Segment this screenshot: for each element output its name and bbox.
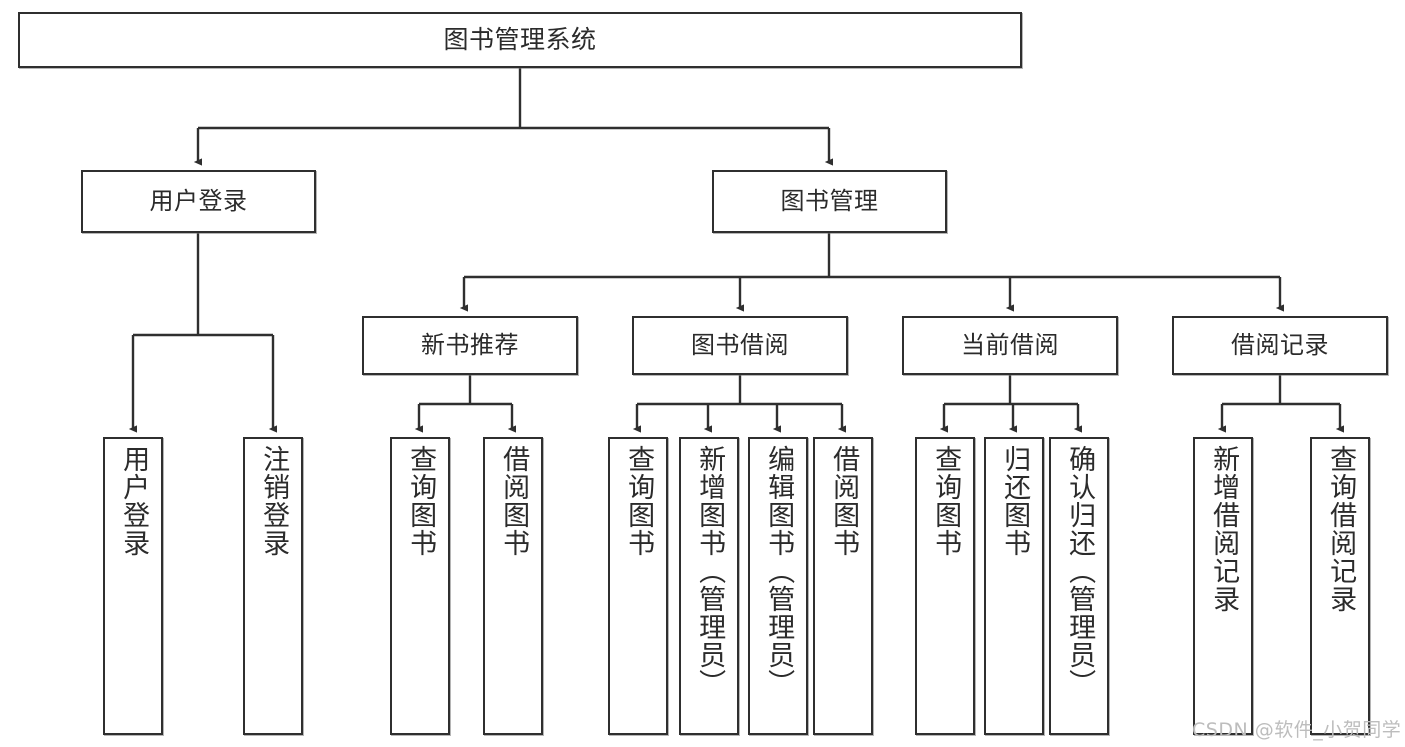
csdn-watermark: CSDN @软件_小贺同学 — [1192, 719, 1402, 741]
node-label: 图书管理 — [780, 187, 879, 216]
node-new-book-recommend[interactable]: 新书推荐 — [362, 316, 578, 375]
leaf-user-login[interactable]: 用户登录 — [103, 437, 163, 735]
node-label: 查询图书 — [930, 445, 962, 557]
node-label: 查询借阅记录 — [1325, 445, 1357, 613]
leaf-borrow-add-book[interactable]: 新增图书（管理员） — [679, 437, 739, 735]
node-label: 新增图书（管理员） — [694, 445, 726, 697]
node-label: 查询图书 — [623, 445, 655, 557]
leaf-borrow-lend-book[interactable]: 借阅图书 — [813, 437, 873, 735]
leaf-record-add[interactable]: 新增借阅记录 — [1193, 437, 1253, 735]
node-label: 借阅记录 — [1231, 331, 1329, 360]
node-label: 归还图书 — [999, 445, 1031, 557]
node-current-borrow[interactable]: 当前借阅 — [902, 316, 1118, 375]
node-label: 借阅图书 — [828, 445, 860, 557]
node-label: 当前借阅 — [961, 331, 1059, 360]
node-label: 新增借阅记录 — [1208, 445, 1240, 613]
node-label: 借阅图书 — [498, 445, 530, 557]
node-label: 确认归还（管理员） — [1064, 445, 1096, 697]
leaf-logout-login[interactable]: 注销登录 — [243, 437, 303, 735]
node-label: 新书推荐 — [421, 331, 519, 360]
node-borrow-record[interactable]: 借阅记录 — [1172, 316, 1388, 375]
node-label: 查询图书 — [405, 445, 437, 557]
node-book-manage[interactable]: 图书管理 — [712, 170, 947, 233]
node-label: 编辑图书（管理员） — [763, 445, 795, 697]
leaf-borrow-edit-book[interactable]: 编辑图书（管理员） — [748, 437, 808, 735]
node-root-system[interactable]: 图书管理系统 — [18, 12, 1022, 68]
node-label: 图书借阅 — [691, 331, 789, 360]
leaf-new-book-query[interactable]: 查询图书 — [390, 437, 450, 735]
leaf-current-confirm-return[interactable]: 确认归还（管理员） — [1049, 437, 1109, 735]
leaf-borrow-query-book[interactable]: 查询图书 — [608, 437, 668, 735]
node-user-login[interactable]: 用户登录 — [81, 170, 316, 233]
node-label: 用户登录 — [118, 445, 150, 557]
node-label: 注销登录 — [258, 445, 290, 557]
leaf-current-return-book[interactable]: 归还图书 — [984, 437, 1044, 735]
node-book-borrow[interactable]: 图书借阅 — [632, 316, 848, 375]
node-label: 图书管理系统 — [443, 25, 597, 55]
leaf-record-query[interactable]: 查询借阅记录 — [1310, 437, 1370, 735]
leaf-current-query-book[interactable]: 查询图书 — [915, 437, 975, 735]
node-label: 用户登录 — [149, 187, 248, 216]
leaf-new-book-borrow[interactable]: 借阅图书 — [483, 437, 543, 735]
